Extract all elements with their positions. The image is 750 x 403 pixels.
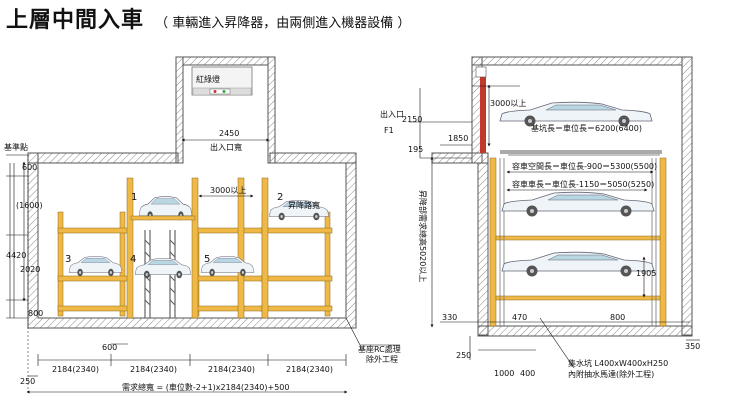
bay-2: 2184(2340) — [130, 365, 177, 374]
title-block: 上層中間入車 （ 車輛進入昇降器，由兩側進入機器設備 ） — [6, 2, 410, 34]
right-wall — [681, 56, 693, 336]
dim-195: 195 — [408, 145, 423, 154]
car-side-bottom — [501, 251, 655, 277]
dim-2450: 2450 — [219, 129, 239, 138]
bay-4: 2184(2340) — [286, 365, 333, 374]
bay-3: 2184(2340) — [208, 365, 255, 374]
dim-3000: 3000以上 — [210, 186, 246, 195]
dim-4420: 4420 — [6, 251, 26, 260]
dim-2150: 2150 — [402, 115, 422, 124]
foundation-label-1: 基座RC處理 — [358, 344, 401, 354]
position-4: 4 — [130, 254, 136, 265]
total-width: 需求總寬 = (車位數-2+1)x2184(2340)+500 — [122, 382, 289, 392]
sump-label-2: 內附抽水馬達(除外工程) — [568, 369, 654, 379]
right-ceiling — [471, 56, 683, 66]
car-length: 容車車長＝車位長-1150＝5050(5250) — [512, 179, 654, 189]
shaft-wall-left — [175, 56, 184, 164]
car-front-3 — [68, 256, 123, 277]
dim-1905: 1905 — [636, 269, 656, 278]
pit-floor — [477, 325, 693, 337]
sump-label-1: 集水坑 L400xW400xH250 — [568, 358, 668, 368]
pit-height: 昇降部需求總高5020以上 — [418, 190, 428, 282]
page-subtitle: （ 車輛進入昇降器，由兩側進入機器設備 ） — [155, 16, 411, 31]
right-frame — [489, 157, 667, 327]
floor-label: F1 — [384, 126, 394, 135]
dim-600: 600 — [22, 163, 37, 172]
entry-post — [480, 77, 486, 153]
dim-350: 350 — [685, 342, 700, 351]
dim-800-right: 800 — [610, 313, 625, 322]
dim-330: 330 — [442, 313, 457, 322]
foundation-label-2: 除外工程 — [366, 354, 398, 364]
green-light-icon — [222, 90, 226, 93]
bay-1: 2184(2340) — [52, 365, 99, 374]
dim-250-right: 250 — [456, 351, 471, 360]
dim-1600: (1600) — [16, 201, 43, 210]
dim-800: 800 — [28, 309, 43, 318]
lift-width-label: 昇降路寬 — [288, 200, 320, 210]
entry-width-label: 出入口寬 — [210, 142, 242, 152]
car-front-4 — [134, 258, 192, 279]
position-1: 1 — [131, 192, 137, 203]
dim-1850: 1850 — [448, 134, 468, 143]
pit-wall-right-left — [477, 162, 489, 336]
position-3: 3 — [65, 254, 71, 265]
right-section: 出入口 F1 2150 1850 195 3000以上 基坑長＝車位長＝6200… — [380, 56, 700, 379]
red-light-icon — [213, 90, 217, 93]
warning-light-label: 紅綠燈 — [196, 74, 220, 84]
dim-1000: 1000 — [494, 369, 514, 378]
lift-columns — [126, 177, 269, 319]
left-section: 基準點 600 (1600) 4420 2020 800 紅綠燈 2450 出入… — [4, 56, 401, 394]
datum-label: 基準點 — [4, 142, 28, 152]
dim-470: 470 — [512, 313, 527, 322]
steel-frame — [57, 211, 333, 317]
entry-label: 出入口 — [380, 109, 404, 119]
ceiling-slab-left — [37, 152, 179, 164]
space-length: 容車空間長＝車位長-900＝5300(5500) — [512, 161, 657, 171]
ceiling-slab-right — [269, 152, 357, 164]
shaft-wall-right — [267, 56, 276, 164]
base-length: 基坑長＝車位長＝6200(6400) — [531, 123, 642, 133]
position-5: 5 — [204, 254, 210, 265]
dim-3000-right: 3000以上 — [490, 99, 526, 108]
position-2: 2 — [277, 192, 283, 203]
dim-2020: 2020 — [20, 265, 40, 274]
page-title: 上層中間入車 — [6, 8, 145, 33]
dim-400: 400 — [520, 369, 535, 378]
car-side-mid — [501, 191, 655, 217]
dim-250: 250 — [20, 377, 35, 386]
dim-600b: 600 — [102, 343, 117, 352]
